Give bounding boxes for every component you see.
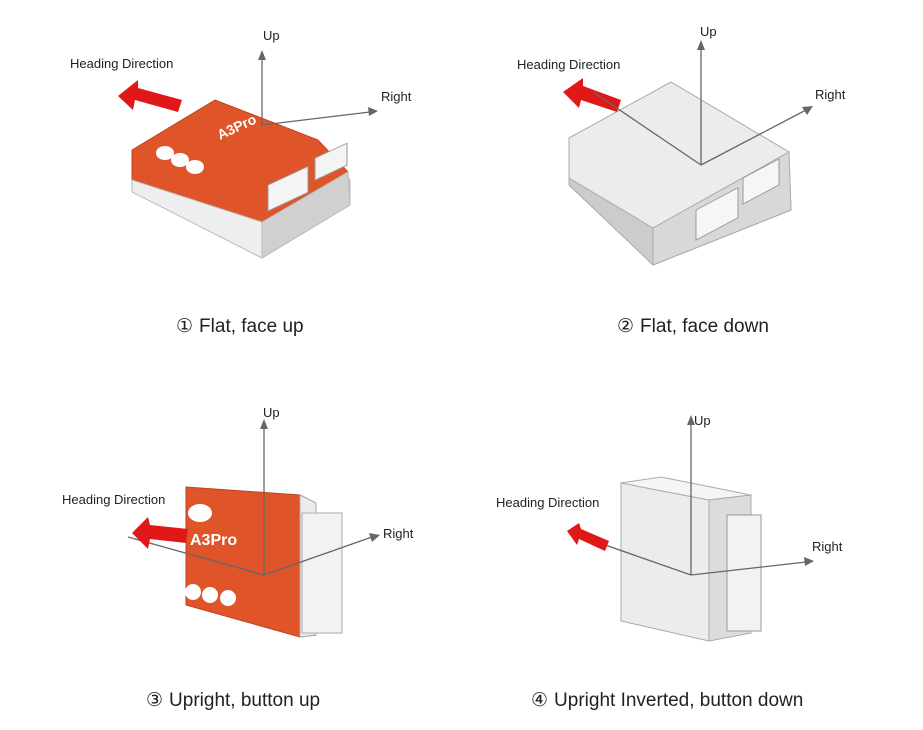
device-connectors — [726, 514, 762, 632]
up-label: Up — [263, 28, 280, 43]
right-axis — [261, 111, 371, 126]
right-axis — [700, 109, 807, 166]
diagram-flat-face-down — [563, 40, 813, 266]
device-case — [620, 482, 710, 642]
heading-arrow — [132, 517, 188, 549]
heading-arrow — [563, 78, 621, 112]
right-axis — [690, 561, 807, 576]
up-label: Up — [263, 405, 280, 420]
device-connectors — [301, 512, 343, 634]
heading-label: Heading Direction — [70, 56, 174, 71]
heading-label: Heading Direction — [517, 57, 621, 72]
heading-label: Heading Direction — [496, 495, 600, 510]
right-label: Right — [383, 526, 414, 541]
right-label: Right — [381, 89, 412, 104]
right-label: Right — [812, 539, 843, 554]
diagram-upright-button-up: A3Pro — [127, 419, 380, 638]
diagram-flat-face-up: A3Pro — [118, 50, 378, 259]
brand-text: A3Pro — [190, 532, 237, 549]
right-label: Right — [815, 87, 846, 102]
right-axis — [263, 536, 373, 576]
heading-arrow — [118, 80, 182, 112]
up-label: Up — [694, 413, 711, 428]
heading-arrow — [567, 523, 609, 551]
up-label: Up — [700, 24, 717, 39]
heading-label: Heading Direction — [62, 492, 166, 507]
diagram-upright-inverted-button-down — [567, 415, 814, 642]
